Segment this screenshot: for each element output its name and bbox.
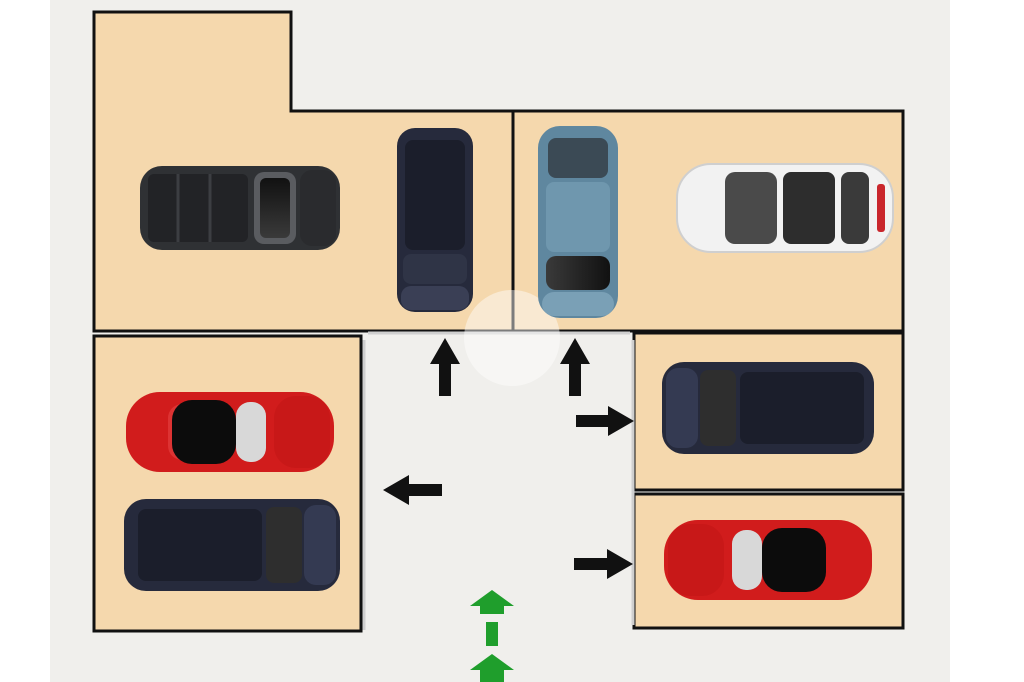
direction-arrow-up-left-icon [430,338,460,396]
direction-arrow-right-bottom-icon [574,549,633,579]
vehicle-sports-red-b[interactable] [664,520,872,600]
direction-arrow-right-top-icon [576,406,634,436]
vehicle-suv-navy-a[interactable] [397,128,473,312]
vehicle-suv-navy-c[interactable] [662,362,874,454]
vehicle-sports-red-a[interactable] [126,392,334,472]
vehicle-suv-navy-b[interactable] [124,499,340,591]
direction-arrow-up-right-icon [560,338,590,396]
vehicle-suv-blue[interactable] [538,126,618,318]
direction-arrow-left-icon [383,475,442,505]
entry-arrow-up-icon [470,590,514,682]
vehicle-hatch-white[interactable] [676,163,894,253]
vehicle-pickup-black[interactable] [140,166,340,250]
selection-highlight [464,290,560,386]
